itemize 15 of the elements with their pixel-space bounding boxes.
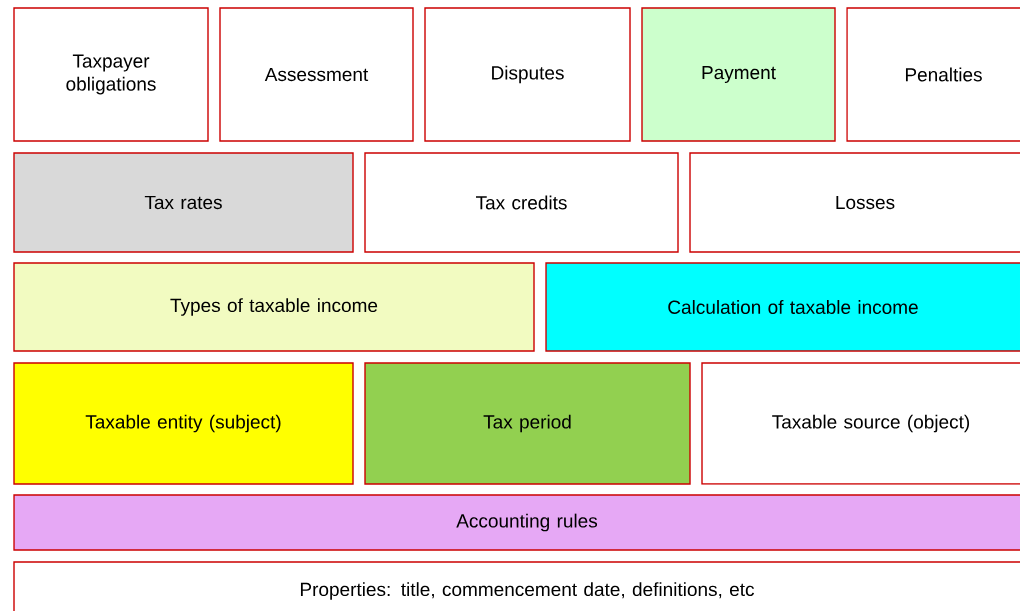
topic-box: Taxable entity (subject)	[13, 362, 354, 485]
topic-box: Penalties	[846, 7, 1020, 142]
topic-box: Tax rates	[13, 152, 354, 253]
topic-box: Types of taxable income	[13, 262, 535, 352]
topic-box: Tax credits	[364, 152, 679, 253]
topic-box: Properties: title, commencement date, definitions, etc	[13, 561, 1020, 611]
topic-box: Disputes	[424, 7, 631, 142]
topic-box: Taxable source (object)	[701, 362, 1020, 485]
topic-box: Calculation of taxable income	[545, 262, 1020, 352]
topic-box: Losses	[689, 152, 1020, 253]
topic-box: Tax period	[364, 362, 691, 485]
topic-box: Taxpayer obligations	[13, 7, 209, 142]
topic-box: Payment	[641, 7, 836, 142]
topic-box: Accounting rules	[13, 494, 1020, 551]
topic-box: Assessment	[219, 7, 414, 142]
